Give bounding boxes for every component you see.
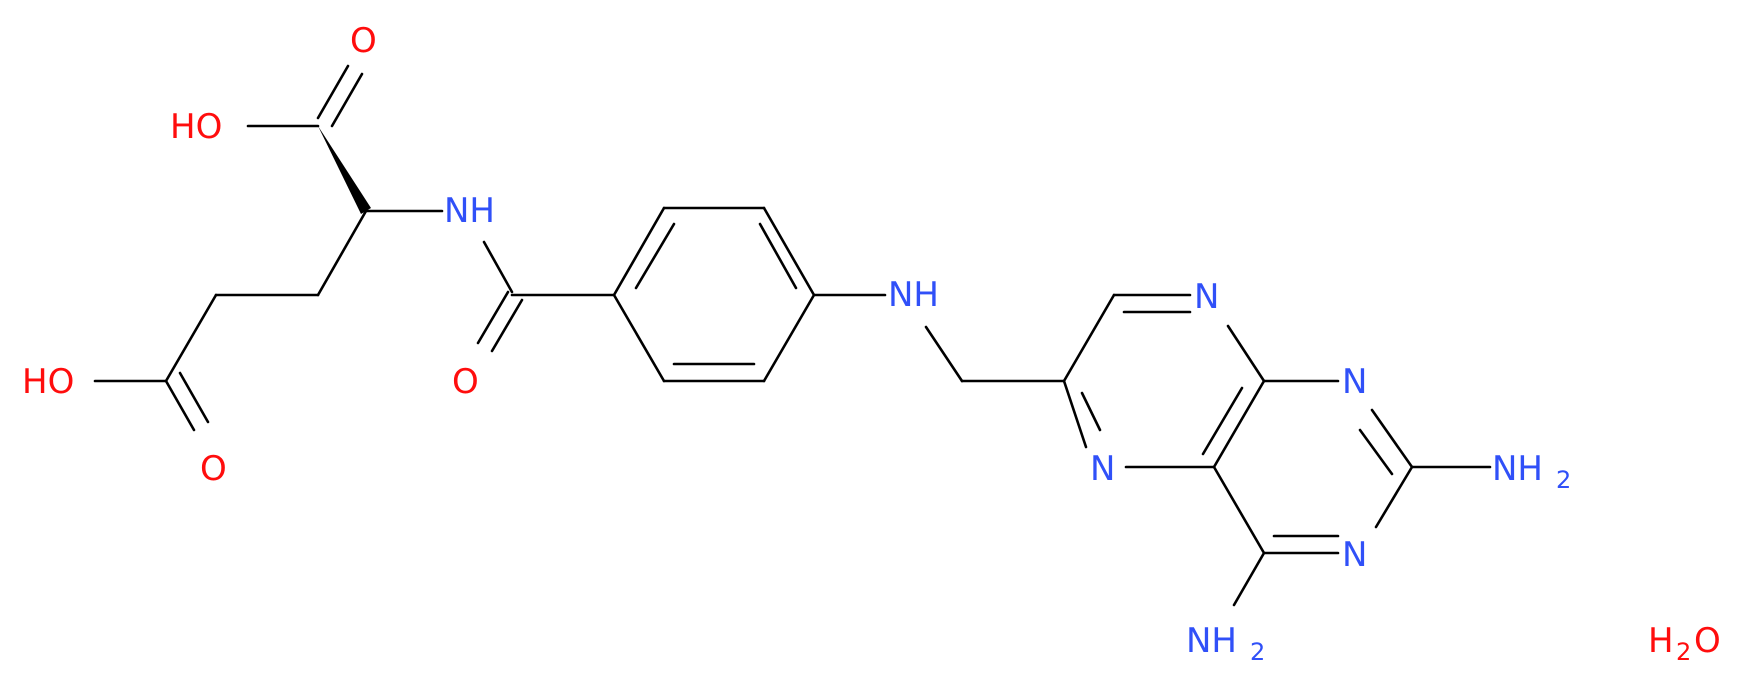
bond-nh-camide [482,240,514,294]
bond-benz-inner-2 [758,222,798,290]
atom-n-ring-left: N [1090,449,1115,489]
bond-benz-6 [612,293,666,383]
bond-calpha-cbeta [316,209,368,297]
atom-nh-amide: NH [444,191,495,231]
water-subscript: 2 [1676,638,1691,666]
bond-nh-ch2 [924,325,964,383]
atom-o-top: O [350,21,377,61]
bond-pym-2 [1370,408,1414,469]
bond-camide-o-2 [490,298,524,353]
bond-cgamma-cdelta [164,293,218,383]
atom-n-ring-right: N [1342,362,1367,402]
water-o-label: O [1694,621,1721,661]
atom-o-amide: O [452,362,479,402]
bond-benz-4 [762,293,816,383]
atom-nh2-right: NH 2 [1492,449,1571,494]
bond-pyr-6-inner [1080,391,1102,432]
atom-labels: O HO NH O HO O NH N N N N NH 2 NH 2 H 2 … [22,21,1721,666]
atom-oh-side: HO [22,362,74,402]
atom-nh2-bottom-subscript: 2 [1250,638,1265,666]
atom-nh2-bottom-label: NH [1186,621,1237,661]
bond-cdelta-o-1 [164,379,196,432]
bond-pyr-4-inner [1201,386,1244,456]
bond-benz-inner-1 [634,222,676,290]
bond-pyr-6 [1062,379,1088,449]
atom-nh2-right-label: NH [1492,449,1543,489]
atom-nh-amine: NH [888,275,939,315]
water-molecule: H 2 O [1648,621,1721,666]
atom-nh2-bottom: NH 2 [1186,621,1265,666]
atom-nh2-right-subscript: 2 [1556,466,1571,494]
bond-pym-2-inner [1358,428,1394,476]
bond-cdelta-o-2 [178,371,210,424]
wedge-bond-stereocenter [318,126,371,214]
atom-n-ring-top: N [1194,277,1219,317]
bond-ctop-otop-1 [316,64,350,120]
bond-c4-nh2 [1232,551,1266,607]
bond-pym-5 [1212,465,1266,555]
bond-benz-3 [762,206,816,297]
bond-pyr-4 [1212,379,1266,469]
bond-ctop-otop-2 [330,72,364,128]
atom-o-side: O [200,449,227,489]
bond-camide-o-1 [476,290,510,345]
atom-n-ring-lower: N [1342,535,1367,575]
bond-pym-3 [1374,465,1414,529]
bond-pyr-3 [1226,324,1266,383]
atom-oh-top: HO [170,107,222,147]
bond-benz-1 [612,206,666,297]
bond-pyr-1 [1062,293,1116,383]
bonds [93,64,1492,607]
water-h-label: H [1648,621,1674,661]
